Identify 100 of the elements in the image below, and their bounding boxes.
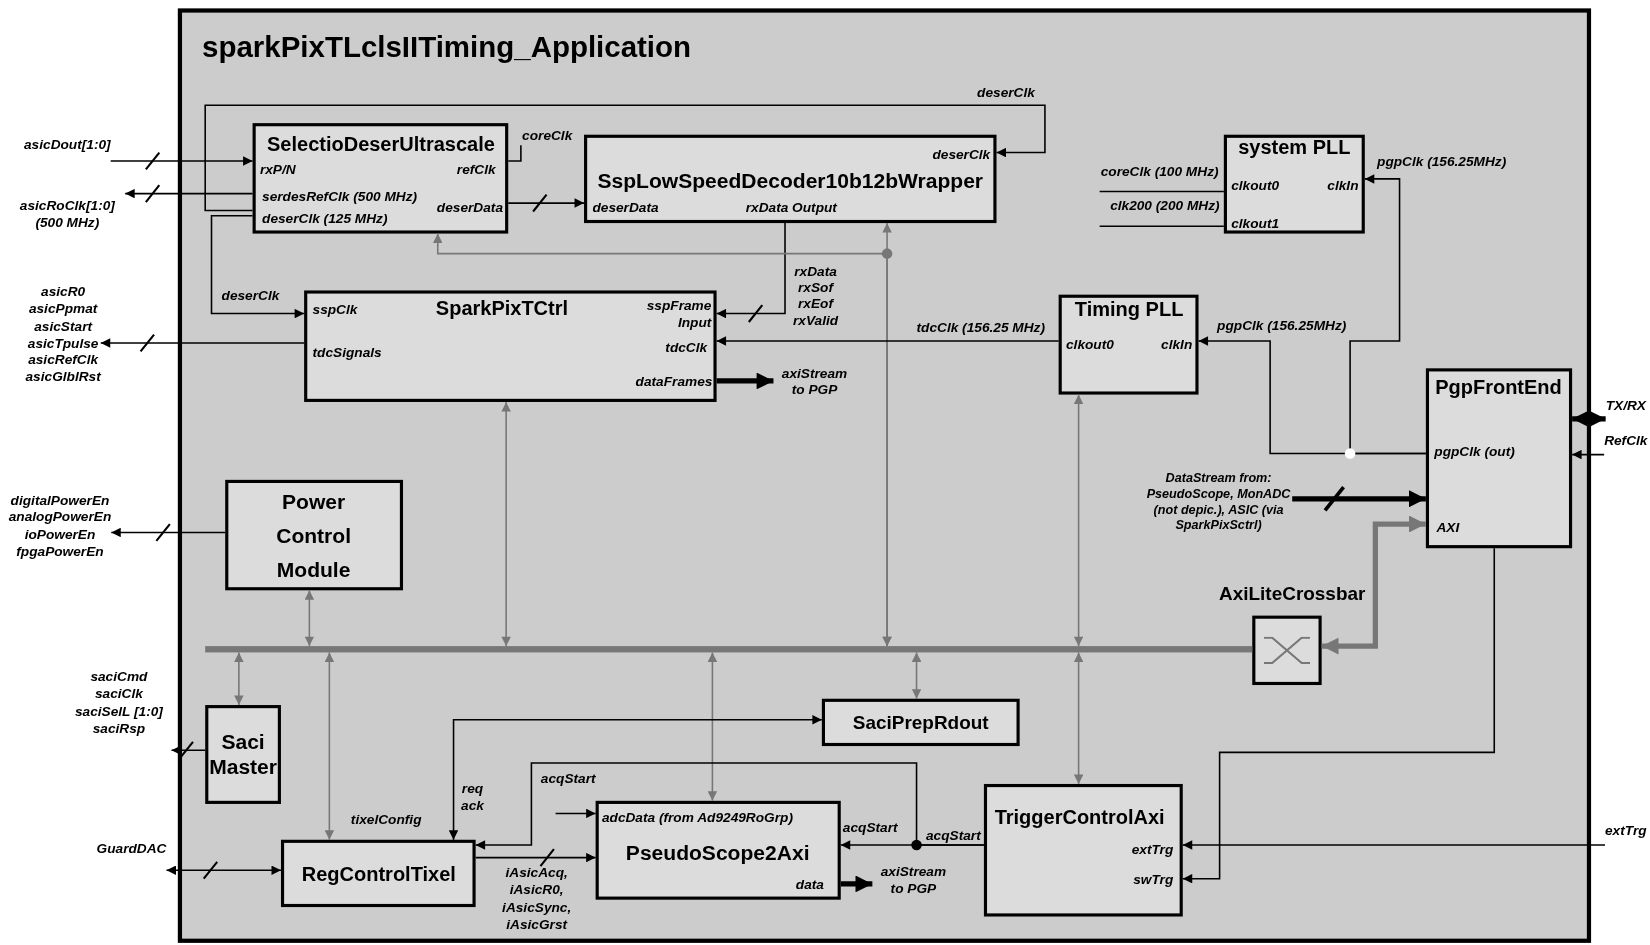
port-label: pgpClk (out) <box>1434 443 1515 460</box>
arrow <box>707 651 718 802</box>
port-label: tdcClk <box>665 339 708 356</box>
edge-label: coreClk (100 MHz) <box>1100 163 1219 180</box>
module-title: sparkPixTLclsIITiming_Application <box>202 29 692 66</box>
arrow <box>1182 840 1606 850</box>
edge-label: acqStart <box>540 770 596 787</box>
arrow <box>1321 515 1426 655</box>
arrow <box>304 589 315 647</box>
edge-label: acqStart <box>842 818 898 836</box>
port-label: deserClk (125 MHz) <box>262 210 388 228</box>
connector-line <box>507 144 522 162</box>
module-title: Saci Master <box>209 729 277 780</box>
edge-label: tdcClk (156.25 MHz) <box>916 319 1045 336</box>
port-label: deserClk <box>932 146 991 163</box>
module-title: PseudoScope2Axi <box>625 839 810 865</box>
arrow <box>507 198 585 208</box>
arrow <box>1182 547 1496 884</box>
arrow <box>474 852 597 863</box>
port-label: tdcSignals <box>312 344 382 361</box>
port-label: sspClk <box>312 301 358 318</box>
port-label: AXI <box>1436 519 1460 536</box>
module-title: Timing PLL <box>1074 298 1184 323</box>
arrow <box>715 336 1060 346</box>
port-label: clkIn <box>1161 335 1193 353</box>
edge-label: req ack <box>461 780 484 813</box>
module-title: AxiLiteCrossbar <box>1219 583 1366 606</box>
module-box <box>1425 368 1573 549</box>
arrow <box>1292 490 1426 508</box>
edge-label: pgpClk (156.25MHz) <box>1377 153 1507 171</box>
connector-line <box>1098 190 1225 193</box>
port-label: clkIn <box>1327 177 1359 194</box>
port-label: rxP/N <box>259 161 296 178</box>
edge-label: rxData rxSof rxEof rxValid <box>792 262 839 329</box>
arrow <box>1349 174 1427 455</box>
arrow <box>170 745 206 755</box>
edge-label: iAsicAcq, iAsicR0, iAsicSync, iAsicGrst <box>502 864 572 933</box>
signal-label: asicDout[1:0] <box>24 136 111 154</box>
signal-label: axiStream to PGP <box>773 364 856 400</box>
signal-label: extTrg <box>1605 822 1647 840</box>
port-label: acqStart <box>926 827 981 844</box>
module-box <box>595 800 841 900</box>
signal-label: digitalPowerEn analogPowerEn ioPowerEn fpgaPowerEn <box>8 491 112 561</box>
signal-label: TX/RX <box>1605 397 1646 415</box>
port-label: clkout1 <box>1231 214 1280 232</box>
arrow <box>448 715 823 841</box>
arrow <box>165 865 282 875</box>
edge-label: deserClk <box>221 287 280 304</box>
arrow <box>840 875 873 893</box>
port-label: data <box>795 876 824 894</box>
port-label: extTrg <box>1131 841 1174 858</box>
arrow <box>234 651 244 706</box>
signal-label: RefClk <box>1604 432 1648 450</box>
module-box <box>821 698 1020 747</box>
arrow <box>554 808 597 819</box>
arrow <box>109 156 254 166</box>
arrow <box>210 214 305 319</box>
arrow <box>1073 651 1084 785</box>
arrow <box>124 188 254 199</box>
signal-label: asicR0 asicPpmat asicStart asicTpulse asicRefClk asicGlblRst <box>25 283 101 386</box>
arrow <box>99 338 305 348</box>
arrow <box>501 401 511 647</box>
arrow <box>110 527 226 538</box>
module-box <box>225 479 404 591</box>
module-box <box>1223 134 1365 234</box>
arrow <box>1571 449 1605 460</box>
port-label: sspFrame Input <box>646 297 712 330</box>
bus-bar <box>205 646 1253 653</box>
port-label: clkout0 <box>1066 335 1114 353</box>
port-label: rxData Output <box>745 199 837 216</box>
arrow <box>715 222 786 319</box>
port-label: clkout0 <box>1231 177 1280 194</box>
port-label: adcData (from Ad9249RoGrp) <box>601 809 793 826</box>
signal-label: axiStream to PGP <box>872 863 955 898</box>
module-title: SaciPrepRdout <box>852 712 989 736</box>
port-label: deserData <box>436 199 503 216</box>
edge-label: pgpClk (156.25MHz) <box>1217 316 1347 334</box>
edge-label: tixelConfig <box>350 811 422 828</box>
module-box <box>304 290 717 402</box>
module-box <box>280 839 476 908</box>
module-box <box>584 134 997 224</box>
arrow <box>1073 393 1084 647</box>
module-box <box>205 705 281 804</box>
module-title: SparkPixTCtrl <box>435 297 569 322</box>
arrow <box>324 651 335 841</box>
edge-label: deserClk <box>977 84 1035 101</box>
arrow <box>882 222 892 647</box>
edge-label: coreClk <box>522 127 573 144</box>
arrow <box>474 762 985 850</box>
arrow <box>1572 410 1606 428</box>
module-title: RegControlTixel <box>301 863 456 888</box>
module-title: Power Control Module <box>276 489 351 583</box>
port-label: swTrg <box>1133 871 1174 888</box>
connector-line <box>1098 225 1225 228</box>
port-label: deserData <box>592 199 659 216</box>
module-title: SelectioDeserUltrascale <box>267 133 495 158</box>
module-box <box>1058 294 1199 395</box>
module-title: SspLowSpeedDecoder10b12bWrapper <box>597 168 984 194</box>
port-label: dataFrames <box>635 373 713 391</box>
arrow <box>716 372 774 390</box>
